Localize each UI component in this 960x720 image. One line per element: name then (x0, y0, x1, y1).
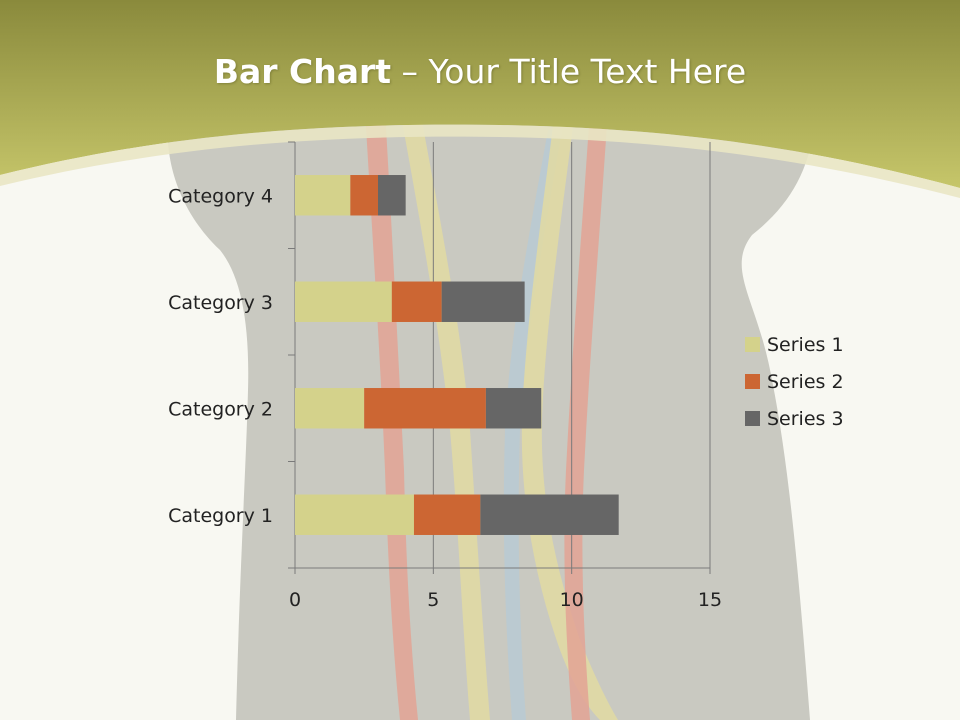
legend-item-series-1: Series 1 (745, 326, 844, 363)
title-separator: – (391, 52, 429, 91)
bar-4-series-1 (295, 175, 351, 216)
tape-blue (503, 130, 562, 720)
bar-1-series-2 (413, 494, 481, 535)
legend-label-series-1: Series 1 (767, 333, 844, 356)
x-tick-label-0: 0 (289, 589, 301, 611)
bar-2-series-2 (364, 388, 486, 429)
legend-swatch-series-1 (745, 337, 760, 352)
bar-1-series-3 (480, 494, 619, 535)
bar-4-series-2 (350, 175, 378, 216)
bar-3-series-3 (441, 281, 525, 322)
x-tick-label-10: 10 (560, 589, 584, 611)
legend-label-series-2: Series 2 (767, 370, 844, 393)
bar-1-series-1 (295, 494, 414, 535)
bar-3-series-2 (391, 281, 442, 322)
slide-title: Bar Chart – Your Title Text Here (0, 52, 960, 91)
title-bold: Bar Chart (213, 52, 392, 91)
bar-3-series-1 (295, 281, 392, 322)
legend-label-series-3: Series 3 (767, 407, 844, 430)
legend-swatch-series-3 (745, 411, 760, 426)
legend-item-series-2: Series 2 (745, 363, 844, 400)
category-label-4: Category 4 (168, 185, 273, 207)
legend-swatch-series-2 (745, 374, 760, 389)
legend-item-series-3: Series 3 (745, 400, 844, 437)
category-label-2: Category 2 (168, 398, 273, 420)
bar-4-series-3 (378, 175, 406, 216)
category-label-1: Category 1 (168, 505, 273, 527)
header-swoosh (0, 124, 960, 198)
bar-2-series-3 (485, 388, 542, 429)
x-tick-label-5: 5 (427, 589, 439, 611)
bar-2-series-1 (295, 388, 365, 429)
category-label-3: Category 3 (168, 292, 273, 314)
header-band (0, 0, 960, 188)
chart-legend: Series 1 Series 2 Series 3 (745, 326, 844, 437)
title-rest: Your Title Text Here (428, 52, 747, 91)
x-tick-label-15: 15 (698, 589, 722, 611)
